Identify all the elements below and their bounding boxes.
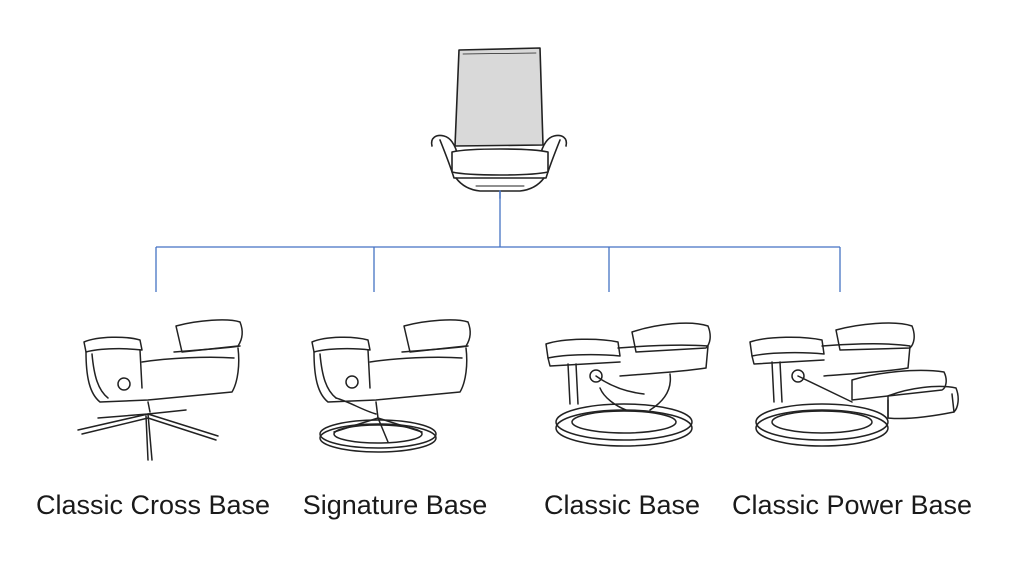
base-label-classic-cross: Classic Cross Base xyxy=(35,490,271,520)
high-back-chair-icon xyxy=(430,47,568,199)
base-label-classic-power: Classic Power Base xyxy=(731,490,973,520)
power-base-recliner-icon xyxy=(749,322,959,447)
base-label-classic: Classic Base xyxy=(543,490,701,520)
base-label-signature: Signature Base xyxy=(302,490,488,520)
classic-base-recliner-icon xyxy=(545,322,711,447)
signature-base-recliner-icon xyxy=(311,319,471,453)
connector-tree xyxy=(155,198,841,292)
cross-base-recliner-icon xyxy=(77,319,243,461)
